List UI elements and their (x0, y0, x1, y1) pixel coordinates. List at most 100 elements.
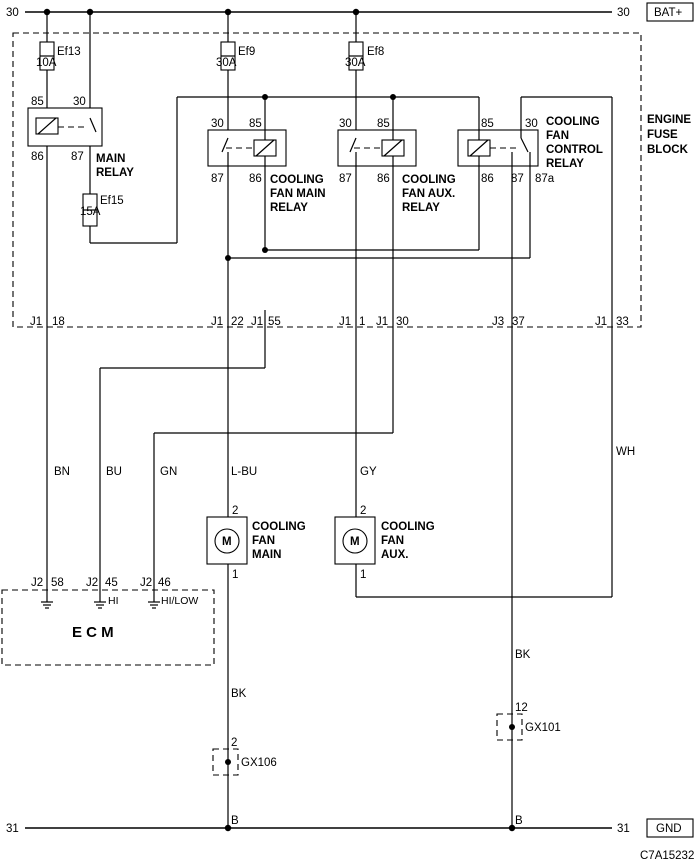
svg-text:J2: J2 (86, 577, 98, 589)
svg-text:J2: J2 (140, 577, 152, 589)
fan-aux-motor-label-2: FAN (381, 535, 404, 547)
wire-color-bk-control: BK (515, 649, 531, 661)
svg-text:46: 46 (158, 577, 171, 589)
wire-color-bk-fan: BK (231, 688, 247, 700)
fan-aux-motor-symbol: M (350, 536, 360, 548)
svg-text:18: 18 (52, 316, 65, 328)
svg-text:ENGINE: ENGINE (647, 114, 691, 126)
cooling-fan-main-motor: M 2 1 COOLING FAN MAIN (206, 505, 306, 581)
svg-text:86: 86 (481, 173, 494, 185)
svg-text:J1: J1 (595, 316, 607, 328)
engine-fuse-block-outline (12, 32, 642, 328)
ground-gx106-name: GX106 (241, 757, 277, 769)
ground-gx101-name: GX101 (525, 722, 561, 734)
fuse-ef8: Ef8 30A (345, 12, 384, 130)
fan-control-relay-label-4: RELAY (546, 158, 584, 170)
svg-text:85: 85 (31, 96, 44, 108)
svg-text:1: 1 (359, 316, 365, 328)
ground-gx106: 2 GX106 (212, 737, 277, 776)
svg-text:33: 33 (616, 316, 629, 328)
svg-text:87: 87 (71, 151, 84, 163)
ground-label-box (646, 818, 694, 838)
fan-main-relay-label-1: COOLING (270, 174, 324, 186)
svg-text:22: 22 (231, 316, 244, 328)
wire-color-lbu: L-BU (231, 466, 257, 478)
svg-text:30: 30 (396, 316, 409, 328)
main-relay: 85 30 86 87 MAIN RELAY (27, 12, 134, 310)
svg-text:2: 2 (360, 505, 366, 517)
main-relay-label-2: RELAY (96, 167, 134, 179)
svg-text:1: 1 (360, 569, 366, 581)
main-relay-label-1: MAIN (96, 153, 125, 165)
cooling-fan-control-relay: 85 30 86 87 87a COOLING FAN CONTROL RELA… (225, 96, 613, 310)
cooling-fan-main-relay: 30 85 87 86 COOLING FAN MAIN RELAY (207, 97, 326, 310)
svg-text:58: 58 (51, 577, 64, 589)
battery-rail-left-number: 30 (6, 7, 19, 19)
svg-text:86: 86 (31, 151, 44, 163)
cooling-fan-aux-relay: 30 85 87 86 COOLING FAN AUX. RELAY (337, 97, 456, 310)
ecm-hi-low-label: HI/LOW (161, 595, 198, 607)
svg-text:87: 87 (339, 173, 352, 185)
fuse-ef15-rating: 15A (80, 206, 101, 218)
ecm-hi-label: HI (108, 595, 119, 607)
fan-control-relay-label-3: CONTROL (546, 144, 603, 156)
fan-main-motor-label-1: COOLING (252, 521, 306, 533)
svg-text:85: 85 (249, 118, 262, 130)
wire-color-bu: BU (106, 466, 122, 478)
ground-gx101: 12 GX101 (496, 702, 561, 741)
ecm-label: E C M (72, 624, 114, 641)
fuse-ef15: Ef15 15A (80, 94, 479, 244)
battery-label-box (646, 2, 694, 22)
ground-rail: 31 31 GND B B (6, 815, 694, 838)
fuse-ef13-rating: 10A (36, 57, 57, 69)
svg-text:86: 86 (377, 173, 390, 185)
ground-rail-label: GND (656, 823, 682, 835)
fan-aux-relay-label-2: FAN AUX. (402, 188, 455, 200)
fuse-ef9: Ef9 30A (216, 12, 255, 130)
svg-text:FUSE: FUSE (647, 129, 678, 141)
svg-text:1: 1 (232, 569, 238, 581)
svg-text:85: 85 (377, 118, 390, 130)
fan-main-relay-label-3: RELAY (270, 202, 308, 214)
svg-text:30: 30 (73, 96, 86, 108)
svg-text:J1: J1 (30, 316, 42, 328)
svg-text:37: 37 (512, 316, 525, 328)
document-id: C7A15232 (640, 850, 694, 862)
battery-rail-label: BAT+ (654, 7, 683, 19)
svg-text:87a: 87a (535, 173, 555, 185)
fan-aux-motor-label-1: COOLING (381, 521, 435, 533)
fan-control-relay-label-1: COOLING (546, 116, 600, 128)
cooling-fan-aux-motor: M 2 1 COOLING FAN AUX. (334, 505, 435, 581)
fuse-ef9-name: Ef9 (238, 46, 255, 58)
svg-text:J3: J3 (492, 316, 504, 328)
svg-text:J1: J1 (339, 316, 351, 328)
fan-aux-relay-label-1: COOLING (402, 174, 456, 186)
fuse-ef8-name: Ef8 (367, 46, 384, 58)
svg-text:2: 2 (232, 505, 238, 517)
fuse-ef9-rating: 30A (216, 57, 237, 69)
svg-text:30: 30 (339, 118, 352, 130)
fan-aux-motor-label-3: AUX. (381, 549, 408, 561)
fan-main-motor-symbol: M (222, 536, 232, 548)
fuse-ef13: Ef13 10A (36, 12, 81, 108)
fan-main-motor-label-3: MAIN (252, 549, 281, 561)
wire-color-labels: BN BU GN L-BU GY WH BK BK (54, 446, 635, 700)
ground-rail-right-number: 31 (617, 823, 630, 835)
fuse-ef8-rating: 30A (345, 57, 366, 69)
svg-text:BLOCK: BLOCK (647, 144, 689, 156)
splice-right: B (515, 815, 523, 827)
wire-color-gn: GN (160, 466, 177, 478)
svg-text:55: 55 (268, 316, 281, 328)
svg-text:45: 45 (105, 577, 118, 589)
fuse-ef13-name: Ef13 (57, 46, 81, 58)
svg-text:J1: J1 (376, 316, 388, 328)
fuse-block-connectors: J1 18 J1 22 J1 55 J1 1 J1 30 J3 37 J1 33 (30, 316, 629, 328)
ecm-outline (1, 589, 215, 666)
battery-rail-right-number: 30 (617, 7, 630, 19)
wire-color-gy: GY (360, 466, 377, 478)
svg-text:85: 85 (481, 118, 494, 130)
svg-text:J2: J2 (31, 577, 43, 589)
fan-control-relay-label-2: FAN (546, 130, 569, 142)
wire-color-bn: BN (54, 466, 70, 478)
